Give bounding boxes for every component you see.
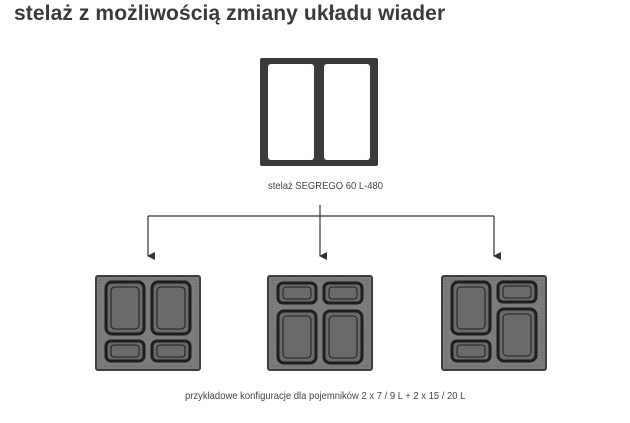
branch-arrows	[147, 205, 501, 260]
configurations-label: przykładowe konfiguracje dla pojemników …	[185, 390, 466, 402]
rack-frame-icon	[260, 58, 378, 166]
bin-large	[450, 280, 492, 336]
bin-small	[450, 339, 492, 363]
bin-large	[276, 309, 318, 365]
bin-large	[496, 307, 538, 363]
bin-large	[322, 309, 364, 365]
configuration-1	[95, 275, 201, 371]
bin-large	[104, 280, 146, 336]
bin-large	[150, 280, 192, 336]
page-title: stelaż z możliwością zmiany układu wiade…	[14, 2, 446, 25]
bin-small	[276, 281, 318, 305]
bin-small	[496, 280, 538, 304]
bin-small	[150, 339, 192, 363]
bin-small	[104, 339, 146, 363]
configuration-2	[267, 275, 373, 371]
bin-small	[322, 281, 364, 305]
configuration-3	[441, 275, 547, 371]
rack-label: stelaż SEGREGO 60 L-480	[268, 180, 384, 192]
